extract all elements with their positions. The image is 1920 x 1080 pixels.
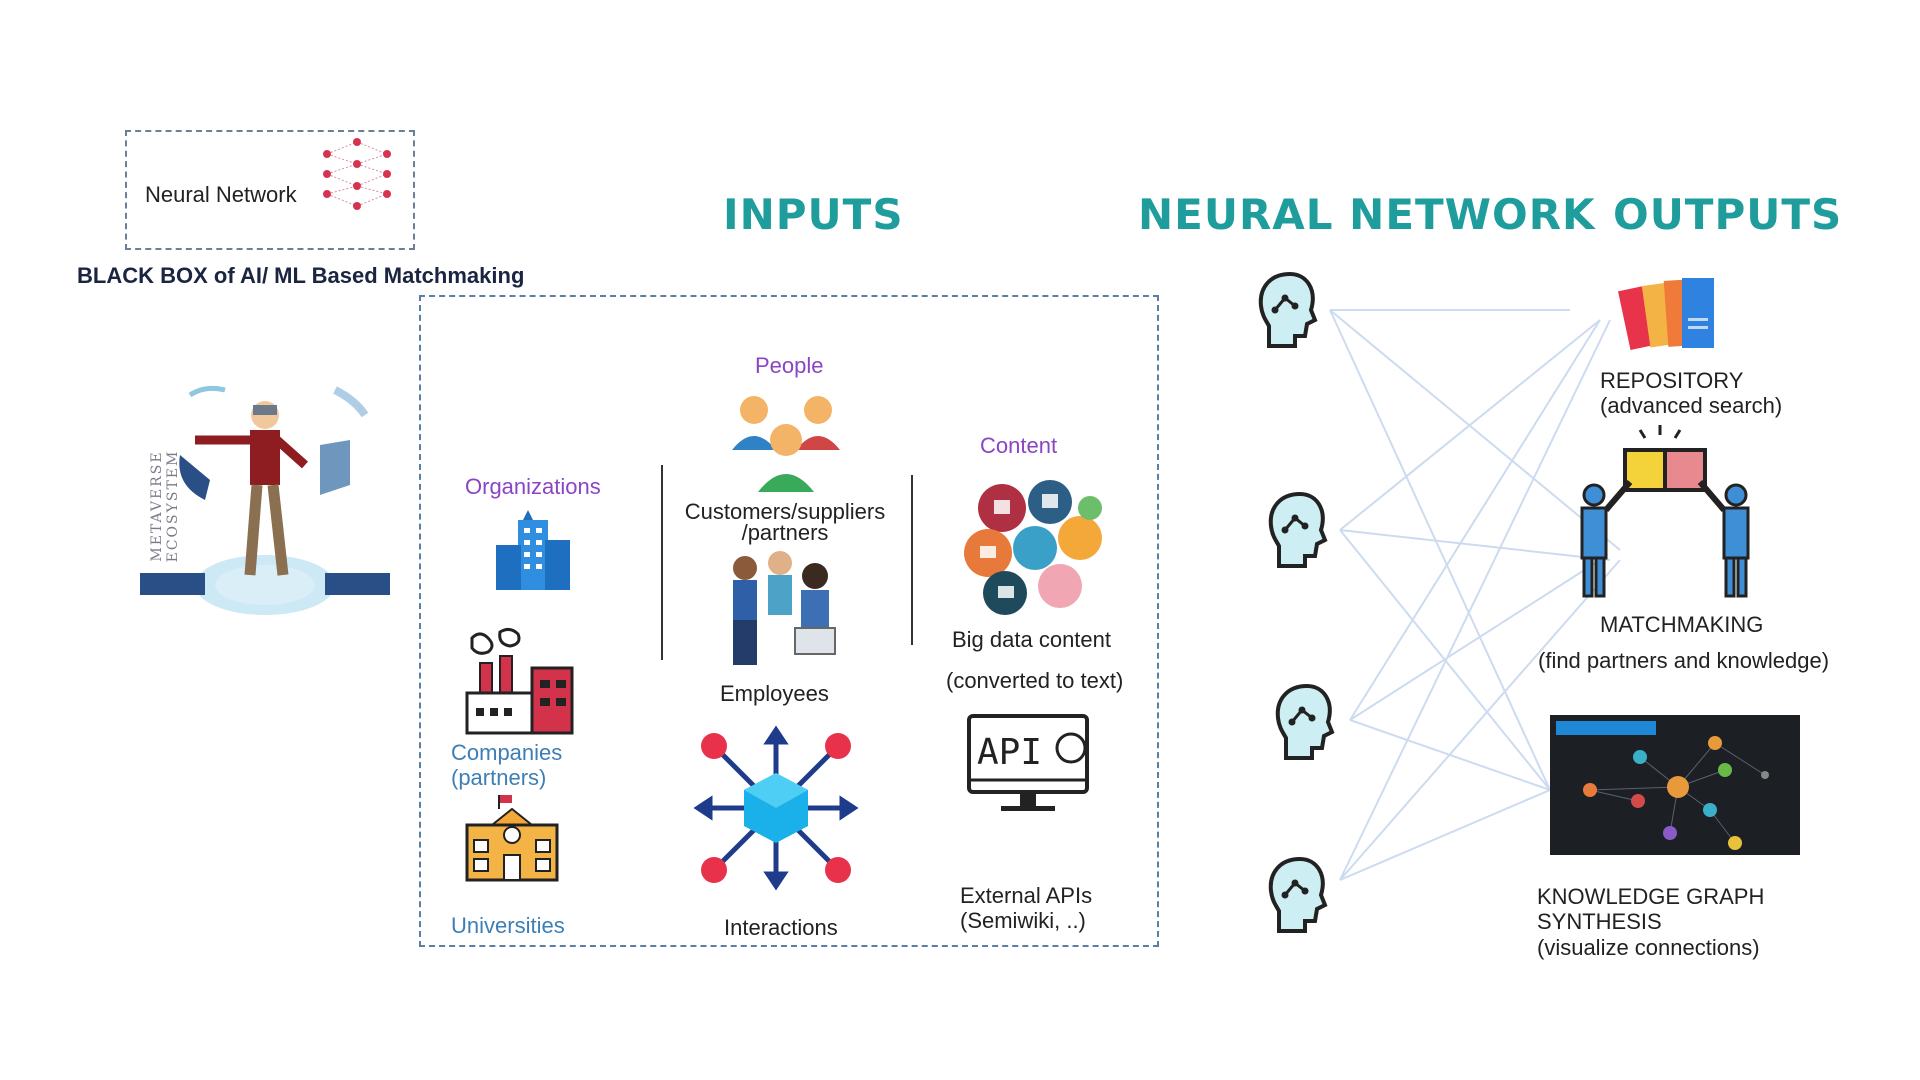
- university-icon: [462, 795, 562, 885]
- heading-neural-network: NEURAL NETWORK: [1138, 190, 1596, 239]
- divider-right: [911, 475, 913, 645]
- office-building-icon: [488, 510, 578, 595]
- legend-box: Neural Network: [125, 130, 415, 250]
- vr-person-icon: [135, 385, 395, 635]
- interactions-label: Interactions: [724, 915, 838, 940]
- external-apis-label: External APIs (Semiwiki, ..): [960, 883, 1092, 934]
- employees-label: Employees: [720, 681, 829, 706]
- customers-label: Customers/suppliers /partners: [670, 502, 900, 544]
- matchmaking-sub-label: (find partners and knowledge): [1538, 648, 1829, 673]
- legend-label: Neural Network: [145, 182, 297, 208]
- matchmaking-label: MATCHMAKING: [1600, 612, 1763, 637]
- api-text: API: [977, 732, 1042, 773]
- companies-label: Companies (partners): [451, 740, 562, 791]
- people-title: People: [755, 353, 824, 378]
- knowledge-graph-screen-icon: [1550, 715, 1800, 855]
- network-hub-icon: [696, 728, 856, 888]
- legend-caption: BLACK BOX of AI/ ML Based Matchmaking: [77, 263, 524, 289]
- content-title: Content: [980, 433, 1057, 458]
- books-icon: [1620, 268, 1720, 358]
- converted-label: (converted to text): [946, 668, 1123, 693]
- heading-outputs: OUTPUTS: [1613, 190, 1842, 239]
- divider-left: [661, 465, 663, 660]
- people-group-icon: [722, 390, 852, 500]
- big-data-label: Big data content: [952, 627, 1111, 652]
- neural-network-icon: [317, 134, 397, 214]
- brain-head-icon: [1265, 490, 1335, 570]
- puzzle-handshake-icon: [1570, 420, 1760, 600]
- colorful-bubbles-icon: [960, 478, 1110, 618]
- brain-head-icon: [1265, 855, 1335, 935]
- brain-head-icon: [1255, 270, 1325, 350]
- heading-inputs: INPUTS: [723, 190, 904, 239]
- knowledge-graph-label: KNOWLEDGE GRAPH SYNTHESIS (visualize con…: [1537, 884, 1764, 960]
- repository-label: REPOSITORY (advanced search): [1600, 368, 1782, 419]
- employees-icon: [715, 548, 845, 673]
- brain-head-icon: [1272, 682, 1342, 762]
- universities-label: Universities: [451, 913, 565, 938]
- api-monitor-icon: API: [965, 712, 1095, 817]
- organizations-title: Organizations: [465, 474, 601, 499]
- factory-icon: [462, 628, 577, 738]
